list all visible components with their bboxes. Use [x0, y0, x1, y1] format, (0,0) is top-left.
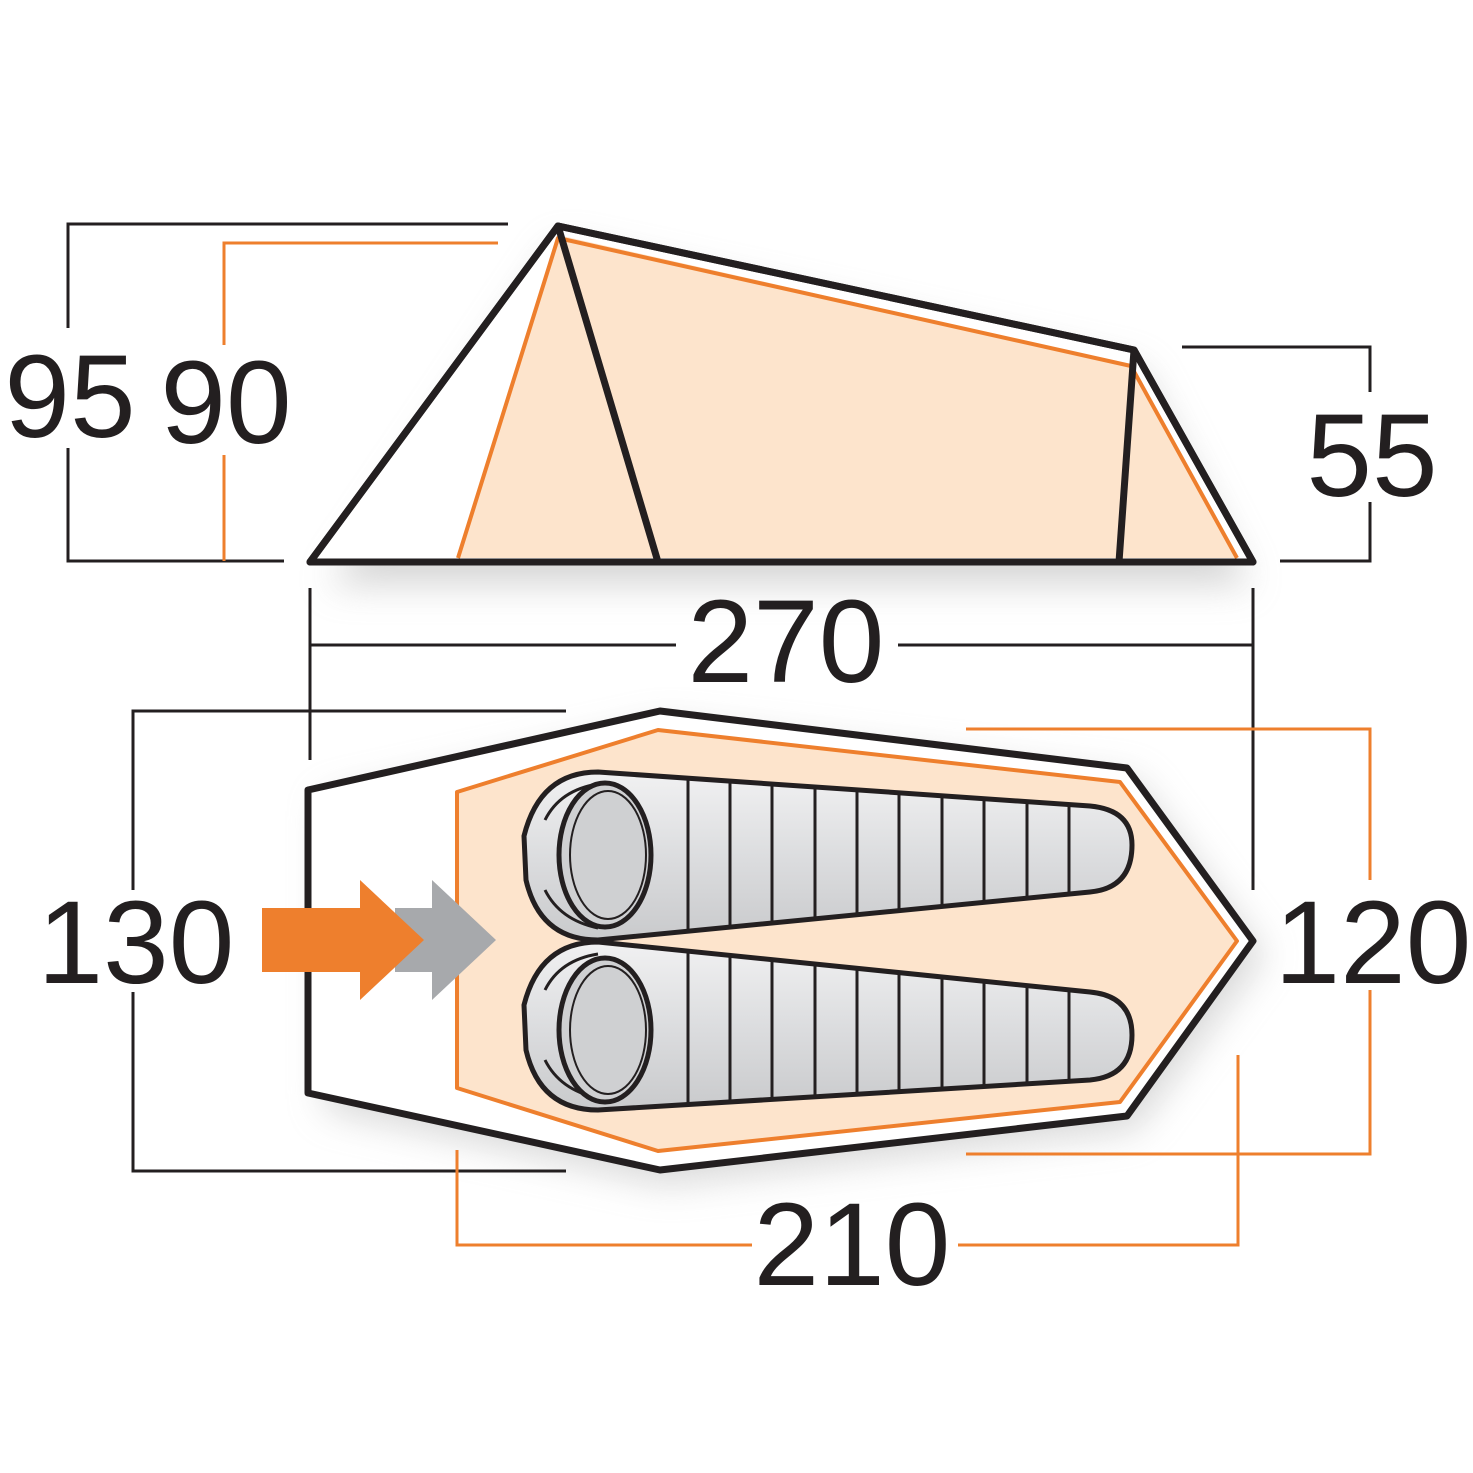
- rear-pole: [1115, 346, 1138, 566]
- sleeping-bag-hood: [556, 780, 654, 930]
- outer-height-bracket-bottom: [66, 448, 284, 563]
- inner-width-label: 120: [1275, 877, 1472, 1009]
- outer-width-bracket-top: [131, 709, 566, 890]
- dimension-labels: 95 90 55 270 130 120 210: [4, 331, 1471, 1311]
- side-dimension-lines: [66, 222, 1372, 890]
- front-pole: [554, 222, 662, 566]
- inner-length-label: 210: [754, 1179, 951, 1311]
- floor-dimension-lines: [131, 709, 1372, 1247]
- outer-width-label: 130: [38, 877, 235, 1009]
- outer-height-bracket-top: [66, 222, 508, 328]
- inner-length-bracket-right: [958, 1055, 1240, 1247]
- inner-length-bracket-left: [455, 1150, 752, 1247]
- inner-height-bracket-top: [222, 241, 498, 345]
- inner-tent-outline: [456, 236, 1239, 559]
- sleeping-bag-bottom: [521, 939, 1135, 1113]
- inner-height-label: 90: [160, 337, 291, 469]
- rear-height-bracket-top: [1182, 345, 1372, 392]
- length-label: 270: [688, 576, 885, 708]
- outer-width-bracket-bottom: [131, 992, 566, 1173]
- rear-height-bracket-bottom: [1280, 502, 1372, 563]
- rear-height-label: 55: [1306, 390, 1437, 522]
- inner-tent-fill: [458, 235, 1237, 558]
- inner-width-bracket-bottom: [966, 990, 1372, 1156]
- orange-arrow-icon: [262, 880, 424, 1000]
- sleeping-bag-hood: [556, 955, 654, 1105]
- gray-arrow-icon: [395, 880, 496, 1000]
- side-view: [306, 222, 1257, 585]
- sleeping-bag-top: [521, 769, 1135, 943]
- floor-plan: [262, 707, 1265, 1185]
- outer-height-label: 95: [4, 331, 135, 463]
- inner-width-bracket-top: [966, 727, 1372, 880]
